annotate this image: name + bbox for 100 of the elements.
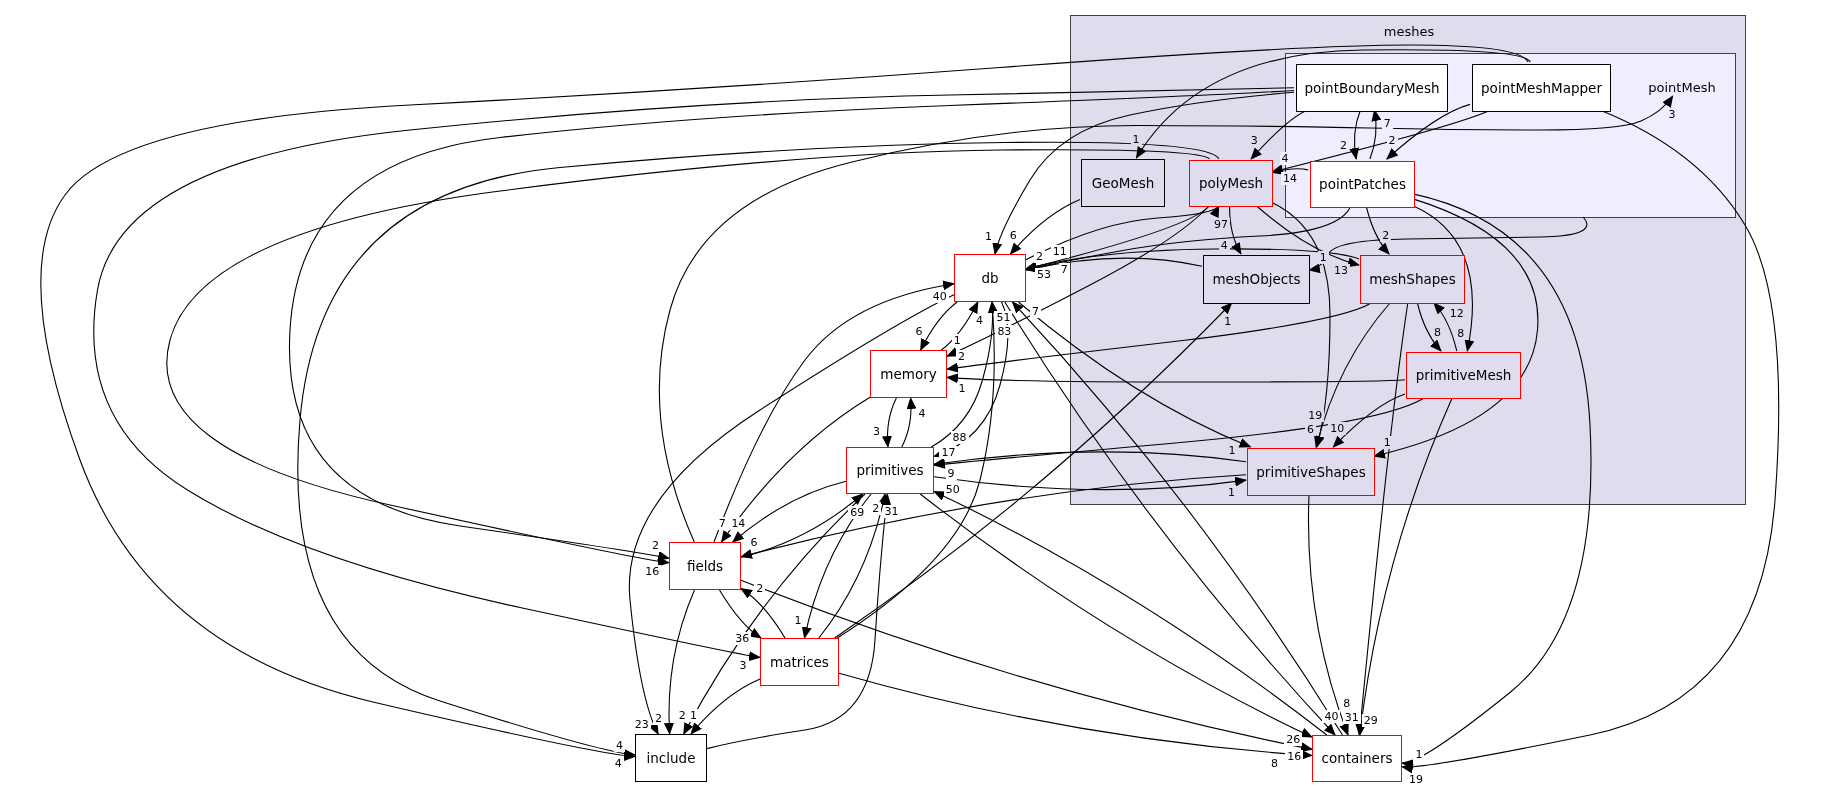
dependency-arrow	[1009, 198, 1081, 255]
dependency-arrow	[946, 373, 1406, 384]
dependency-arrow	[1025, 257, 1203, 273]
dependency-arrow	[1401, 193, 1592, 768]
dependency-arrow	[802, 493, 872, 639]
edge-label: 17	[939, 445, 958, 459]
dependency-arrow	[1271, 201, 1331, 448]
edge-label: 1	[1317, 251, 1329, 265]
dependency-arrow	[992, 91, 1295, 255]
dependency-arrow	[834, 302, 1233, 639]
dependency-arrow	[920, 301, 958, 351]
dependency-arrow	[740, 474, 1247, 559]
dependency-arrow	[901, 397, 917, 448]
dependency-arrow	[1025, 248, 1360, 272]
edge-label: 31	[882, 505, 901, 519]
dependency-arrow	[1401, 109, 1780, 773]
dependency-arrow	[1135, 49, 1531, 159]
cluster-title: pointMesh	[1647, 78, 1717, 97]
dependency-arrow	[706, 493, 892, 750]
edge-label: 8	[1455, 326, 1467, 340]
edge-label: 36	[733, 631, 752, 645]
edge-label: 3	[737, 658, 749, 672]
dependency-arrow	[1229, 205, 1242, 255]
edge-label: 6	[913, 324, 925, 338]
edge-label: 4	[1279, 151, 1291, 165]
edge-label: 7	[716, 516, 728, 530]
dependency-arrow	[718, 589, 762, 639]
edge-label: 50	[943, 482, 962, 496]
dependency-arrow	[1271, 165, 1309, 175]
edge-label: 7	[1381, 117, 1393, 131]
edge-label: 88	[950, 431, 969, 445]
edge-label: 16	[1285, 749, 1304, 763]
dependency-arrow	[740, 493, 864, 558]
dependency-arrow	[93, 87, 1295, 661]
directory-box: pointMeshMapper	[1472, 64, 1611, 112]
edge-label: 1	[1413, 748, 1425, 762]
dependency-arrow	[683, 493, 866, 735]
dependency-arrow	[1349, 109, 1361, 160]
dependency-arrow	[166, 149, 1211, 567]
edge-label: 8	[1432, 325, 1444, 339]
dependency-arrow	[1332, 393, 1406, 448]
directory-box: fields	[669, 542, 741, 590]
directory-box: primitives	[846, 447, 934, 494]
directory-box: pointPatches	[1310, 161, 1415, 208]
edge-label: 26	[1284, 732, 1303, 746]
edge-label: 69	[848, 505, 867, 519]
directory-box: meshShapes	[1360, 255, 1465, 304]
directory-box: memory	[870, 350, 947, 398]
edge-label: 7	[1058, 262, 1070, 276]
edge-label: 4	[1218, 238, 1230, 252]
dependency-arrow	[940, 301, 979, 351]
dependency-arrow	[289, 89, 1295, 561]
edge-label: 2	[676, 708, 688, 722]
dependency-arrow	[946, 205, 1210, 357]
edge-label: 2	[870, 502, 882, 516]
edge-label: 1	[688, 708, 699, 722]
edge-label: 51	[994, 310, 1013, 324]
edge-label: 2	[649, 538, 661, 552]
directory-box: include	[635, 734, 707, 782]
dependency-arrow	[1386, 103, 1471, 160]
edge-label: 7	[1029, 305, 1041, 319]
dependency-arrow	[838, 672, 1313, 760]
edge-label: 1	[1226, 443, 1238, 457]
dependency-arrow	[933, 397, 1425, 469]
dependency-arrow	[933, 476, 1247, 491]
edge-label: 31	[1342, 711, 1361, 725]
directory-box: matrices	[760, 638, 839, 686]
edge-label: 4	[613, 739, 625, 753]
edge-label: 40	[1322, 709, 1341, 723]
dependency-arrow	[1369, 109, 1382, 160]
dependency-arrow	[882, 397, 897, 448]
cluster-panel	[1070, 15, 1746, 505]
dependency-arrow	[836, 301, 998, 639]
dependency-arrow	[933, 451, 1247, 468]
edge-label: 6	[1007, 228, 1019, 242]
dependency-arrow	[946, 302, 1372, 373]
edge-label: 2	[1380, 228, 1392, 242]
dependency-arrow	[690, 678, 761, 735]
dependency-arrow	[664, 589, 696, 735]
dependency-arrow	[1307, 494, 1349, 736]
edge-label: 1	[1130, 132, 1142, 146]
directory-box: GeoMesh	[1081, 159, 1165, 207]
dependency-arrow	[713, 280, 955, 543]
edge-label: 2	[754, 581, 766, 595]
edge-label: 23	[632, 718, 651, 732]
dependency-arrow	[658, 95, 1674, 543]
edge-label: 8	[1268, 756, 1280, 770]
dependency-arrow	[628, 294, 955, 735]
dependency-arrow	[732, 480, 847, 543]
dependency-arrow	[1412, 205, 1475, 352]
edge-label: 10	[1328, 422, 1347, 436]
edge-label: 11	[1050, 245, 1069, 259]
directory-box: db	[954, 254, 1026, 302]
edge-label: 14	[729, 517, 748, 531]
edge-label: 40	[930, 289, 949, 303]
edge-label: 1	[792, 613, 804, 627]
dependency-arrow	[720, 396, 871, 543]
dependency-arrow	[1025, 205, 1352, 273]
edge-label: 8	[1341, 696, 1353, 710]
dependency-arrow	[1433, 302, 1458, 352]
